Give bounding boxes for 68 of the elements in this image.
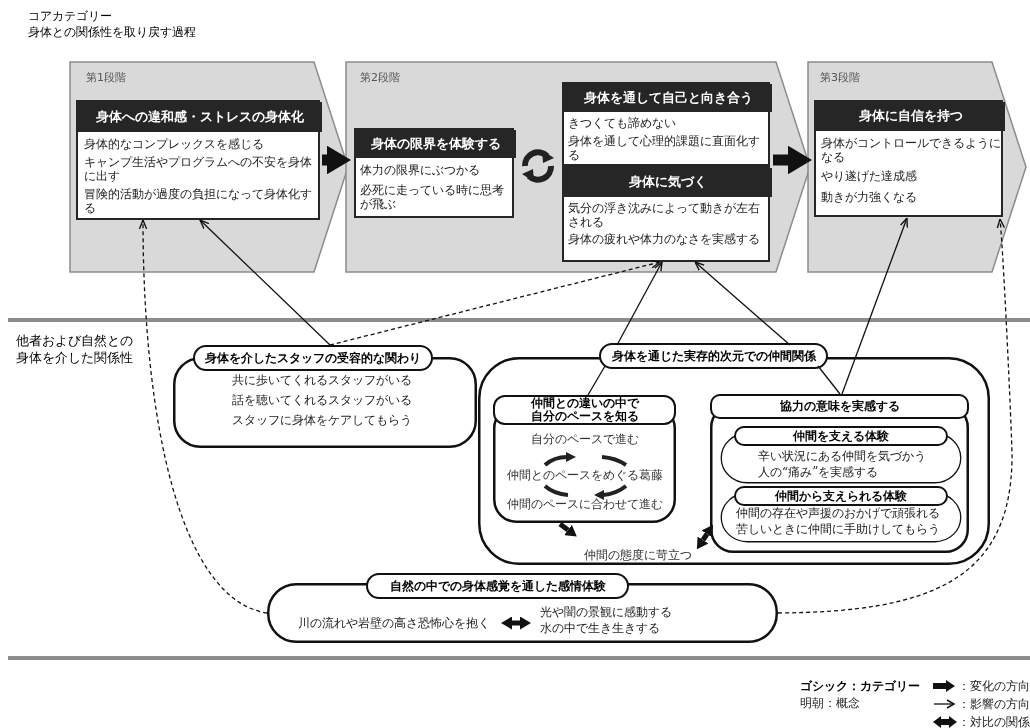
category-pill: 仲間との違いの中で自分のペースを知る	[493, 395, 676, 425]
arrow	[694, 261, 791, 346]
legend-text: ：対比の関係	[958, 715, 1030, 728]
concept-text: 仲間とのペースをめぐる葛藤	[506, 468, 664, 483]
box-heading: 身体への違和感・ストレスの身体化	[78, 102, 322, 132]
concept-text: 共に歩いてくれるスタッフがいる	[232, 373, 413, 388]
concept-text: 仲間の態度に苛立つ	[583, 548, 693, 564]
concept-text: 人の“痛み”を実感する	[758, 465, 880, 480]
concept-text: やり遂げた達成感	[821, 169, 918, 184]
arrow	[138, 219, 268, 614]
arrow	[777, 218, 1013, 614]
concept-text: 自分のペースで進む	[530, 432, 640, 447]
concept-text: 川の流れや岩壁の高さ恐怖心を抱く	[298, 616, 491, 632]
box-heading: 身体を通して自己と向き合う	[564, 84, 772, 112]
concept-text: 辛い状況にある仲間を気づかう	[758, 449, 927, 464]
box-heading: 身体の限界を体験する	[356, 130, 516, 158]
box-heading: 身体に気づく	[564, 168, 772, 197]
category-box	[562, 82, 770, 166]
arrow	[616, 261, 663, 346]
concept-text: 冒険的活動が過度の負担になって身体化する	[84, 187, 313, 216]
block-arrow	[501, 617, 531, 629]
concept-text: キャンプ生活やプログラムへの不安を身体に出す	[84, 155, 313, 184]
stage-label: 第2段階	[360, 70, 401, 86]
category-box	[76, 100, 320, 220]
category-box	[562, 166, 770, 262]
category-pill: 仲間を支える体験	[734, 426, 948, 446]
legend-note: 明朝：概念	[800, 696, 860, 710]
title-text: コアカテゴリー	[28, 8, 112, 24]
connector-line	[817, 365, 841, 395]
concept-text: 身体がコントロールできるようになる	[821, 136, 1002, 165]
stage-label: 第3段階	[820, 70, 861, 86]
concept-text: スタッフに身体をケアしてもらう	[232, 413, 413, 428]
arrow	[329, 260, 661, 346]
category-pill: 自然の中での身体感覚を通した感情体験	[366, 573, 629, 599]
concept-text: 身体的なコンプレックスを感じる	[84, 137, 265, 152]
category-box	[354, 128, 514, 218]
category-box	[814, 100, 1003, 217]
subtitle-text: 身体との関係性を取り戻す過程	[28, 24, 196, 41]
box-heading: 身体に自信を持つ	[816, 102, 1005, 131]
concept-text: 動きが力強くなる	[821, 190, 918, 205]
category-pill: 協力の意味を実感する	[710, 394, 969, 419]
legend-text: ：変化の方向	[958, 679, 1030, 693]
concept-text: きつくても諦めない	[568, 116, 677, 131]
connector-line	[587, 365, 606, 396]
legend-note: ゴシック：カテゴリー	[800, 678, 920, 695]
legend-text: ：影響の方向	[958, 697, 1030, 711]
arrow	[841, 217, 908, 395]
concept-text: 仲間の存在や声援のおかげで頑張れる	[736, 506, 941, 521]
concept-text: 苦しいときに仲間に手助けしてもらう	[736, 522, 941, 537]
concept-text: 話を聴いてくれるスタッフがいる	[232, 393, 413, 408]
section-label: 他者および自然との身体を介した関係性	[16, 332, 134, 366]
block-arrow	[558, 522, 577, 537]
concept-text: 水の中で生き生きする	[540, 621, 661, 636]
arrow	[199, 219, 331, 346]
block-arrow	[696, 524, 714, 550]
concept-text: 体力の限界にぶつかる	[360, 163, 481, 178]
block-arrow	[322, 147, 352, 173]
category-pill: 仲間から支えられる体験	[734, 486, 948, 506]
concept-text: 気分の浮き沈みによって動きが左右される	[568, 201, 761, 230]
concept-text: 身体を通して心理的課題に直面化する	[568, 134, 761, 163]
concept-text: 必死に走っている時に思考が飛ぶ	[360, 183, 505, 212]
category-pill: 身体を介したスタッフの受容的な関わり	[193, 345, 433, 371]
block-arrow	[773, 147, 813, 173]
concept-text: 仲間のペースに合わせて進む	[506, 497, 664, 512]
category-pill: 身体を通じた実存的次元での仲間関係	[599, 343, 828, 369]
concept-text: 光や闇の景観に感動する	[540, 605, 673, 620]
concept-text: 身体の疲れや体力のなさを実感する	[568, 232, 761, 248]
stage-label: 第1段階	[86, 70, 127, 86]
